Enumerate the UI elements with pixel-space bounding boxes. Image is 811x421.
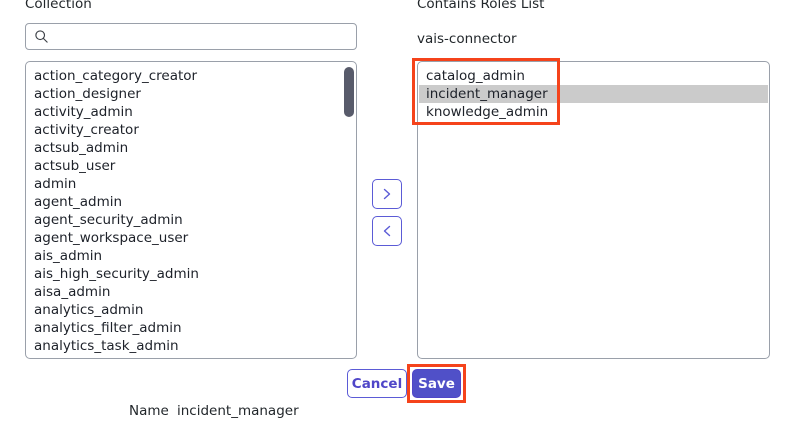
collection-list-item[interactable]: analytics_viewer	[27, 355, 355, 357]
roles-list-item[interactable]: knowledge_admin	[426, 104, 549, 120]
collection-list-item[interactable]: analytics_task_admin	[34, 338, 179, 354]
connector-name-label: vais-connector	[417, 31, 517, 47]
collection-list-item[interactable]: agent_security_admin	[34, 212, 183, 228]
cancel-button[interactable]: Cancel	[347, 369, 407, 398]
collection-list-item[interactable]: analytics_admin	[34, 302, 144, 318]
roles-list-item[interactable]: catalog_admin	[426, 68, 525, 84]
collection-list-item[interactable]: actsub_admin	[34, 140, 129, 156]
collection-scrollbar-thumb[interactable]	[344, 67, 354, 117]
collection-list-item[interactable]: agent_workspace_user	[34, 230, 189, 246]
collection-list-item[interactable]: analytics_filter_admin	[34, 320, 182, 336]
collection-scrollbar[interactable]	[344, 64, 354, 358]
chevron-left-icon	[383, 225, 391, 237]
move-right-button[interactable]	[372, 179, 402, 209]
collection-list-item[interactable]: ais_admin	[34, 248, 103, 264]
roles-list-item[interactable]: incident_manager	[419, 85, 768, 103]
save-button[interactable]: Save	[412, 369, 461, 398]
search-icon	[35, 30, 48, 43]
name-label: Name	[129, 403, 169, 419]
name-value: incident_manager	[177, 403, 299, 419]
collection-list-item[interactable]: aisa_admin	[34, 284, 111, 300]
collection-list-item[interactable]: activity_admin	[34, 104, 133, 120]
collection-list-item[interactable]: ais_high_security_admin	[34, 266, 199, 282]
chevron-right-icon	[383, 188, 391, 200]
collection-list-item[interactable]: action_designer	[34, 86, 141, 102]
collection-label: Collection	[25, 0, 92, 12]
move-left-button[interactable]	[372, 216, 402, 246]
collection-list-item[interactable]: activity_creator	[34, 122, 139, 138]
search-field[interactable]	[25, 23, 357, 50]
contains-roles-list-label: Contains Roles List	[417, 0, 545, 12]
collection-list-item[interactable]: agent_admin	[34, 194, 123, 210]
collection-list-item[interactable]: actsub_user	[34, 158, 116, 174]
search-input[interactable]	[55, 24, 348, 49]
collection-list-item[interactable]: admin	[34, 176, 77, 192]
collection-list-item[interactable]: action_category_creator	[34, 68, 198, 84]
